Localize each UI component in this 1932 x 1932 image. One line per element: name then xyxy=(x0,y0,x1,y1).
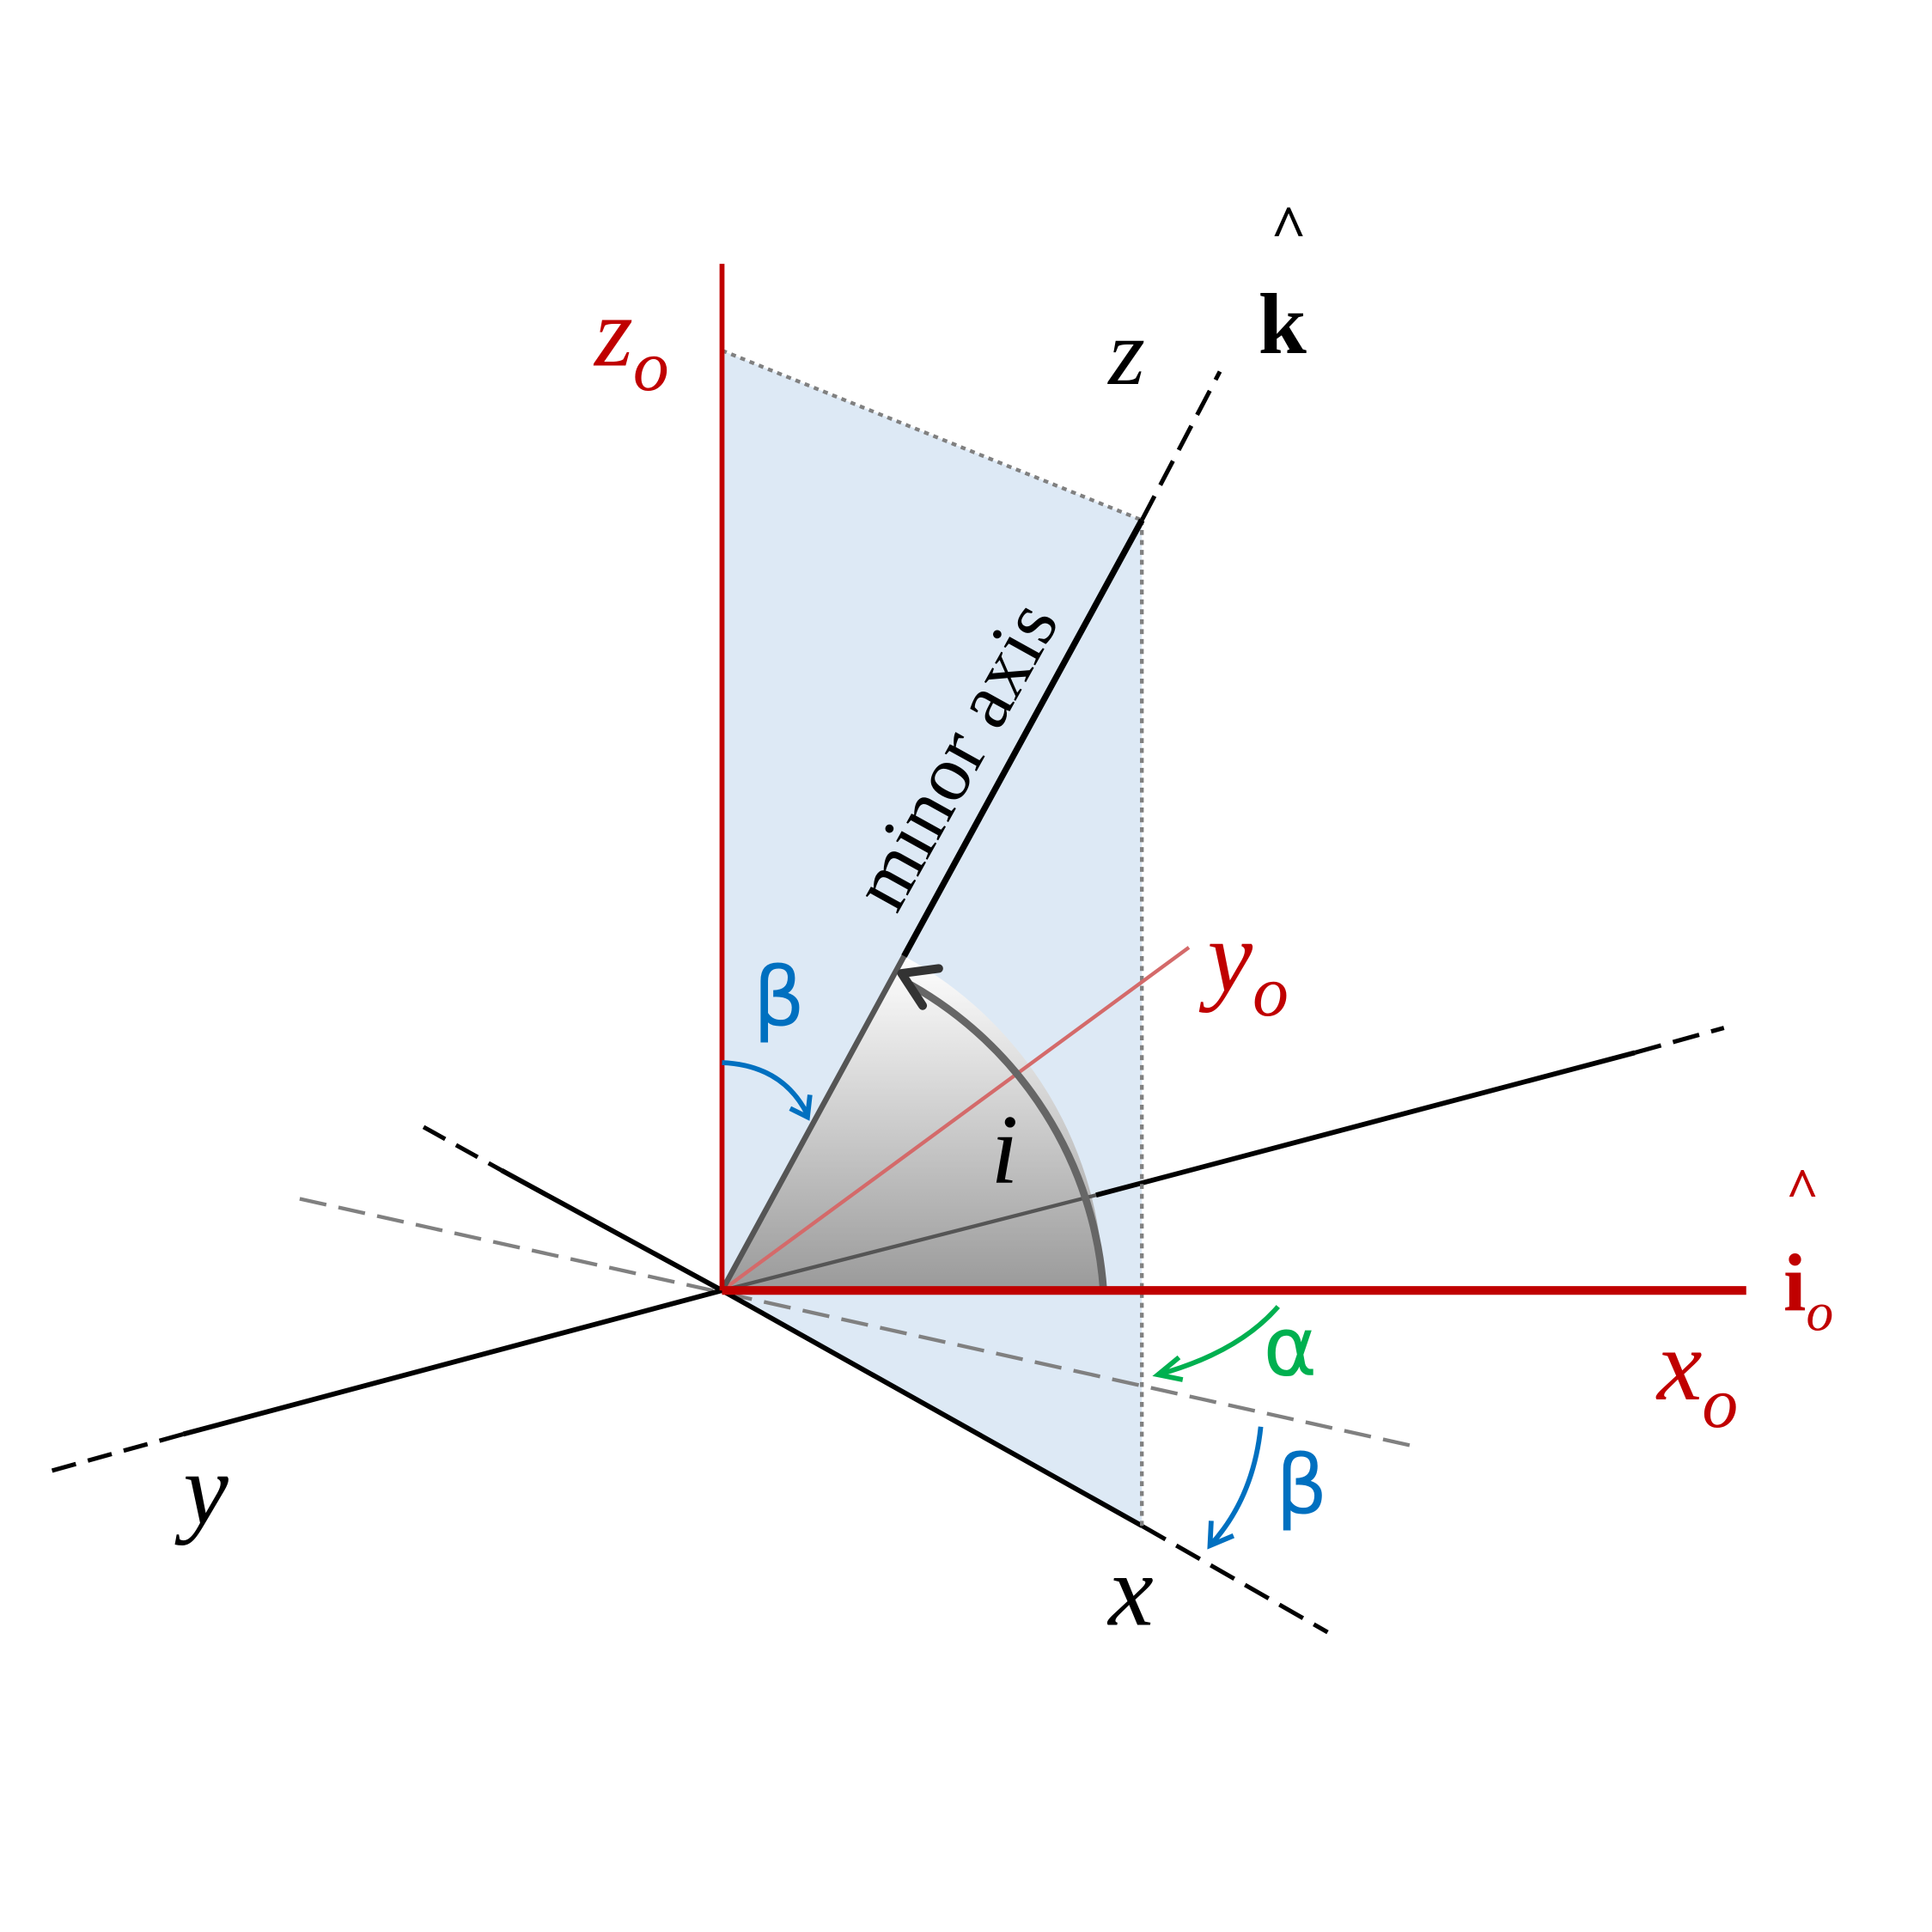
label-z: z xyxy=(1106,300,1145,405)
gray-dashed-line xyxy=(299,1197,1417,1448)
y-axis-back xyxy=(500,1167,723,1293)
tilted-axis xyxy=(1095,1050,1636,1198)
label-z-o: zo xyxy=(593,277,669,406)
label-inclination: i xyxy=(990,1094,1018,1204)
projection-plane xyxy=(722,350,1143,1527)
inclination-wedge xyxy=(722,955,1104,1291)
inclination-arc xyxy=(908,981,1107,1291)
label-i-hat-caret: ^ xyxy=(1786,1158,1819,1221)
beta-upper-arrowhead-icon xyxy=(789,1094,813,1121)
label-k-hat: k xyxy=(1259,276,1307,372)
x-axis xyxy=(721,1288,1143,1528)
label-x: x xyxy=(1106,1534,1153,1647)
z-axis-dashed xyxy=(1139,370,1222,521)
y-axis-dashed xyxy=(48,1432,185,1474)
x-axis-dashed xyxy=(1140,1523,1329,1635)
projection-dotted-top xyxy=(721,348,1143,522)
label-k-hat-caret: ^ xyxy=(1271,192,1307,261)
label-alpha: α xyxy=(1264,1300,1318,1394)
tilted-axis-dashed xyxy=(1634,1026,1725,1055)
label-i-hat-o: io xyxy=(1783,1237,1833,1342)
label-beta-upper: β xyxy=(753,951,806,1045)
minor-axis-inner xyxy=(719,954,907,1292)
label-x-o: xo xyxy=(1655,1309,1738,1443)
beta-lower-arrowhead-icon xyxy=(1207,1521,1235,1550)
inclination-arrowhead-icon xyxy=(897,964,943,1010)
beta-lower-arrow-icon xyxy=(1208,1426,1264,1548)
label-beta-lower: β xyxy=(1276,1439,1328,1533)
y-axis-back-dashed xyxy=(422,1124,503,1173)
beta-upper-arrow-icon xyxy=(722,1060,810,1116)
label-y-o: yo xyxy=(1199,900,1289,1032)
y-axis xyxy=(182,1288,723,1437)
tilted-axis-inner xyxy=(721,1193,1097,1293)
alpha-arrowhead-icon xyxy=(1152,1355,1184,1382)
alpha-arrow-icon xyxy=(1157,1305,1280,1378)
minor-axis xyxy=(901,518,1145,958)
y-o-axis xyxy=(721,946,1191,1292)
label-y: y xyxy=(174,1433,229,1545)
